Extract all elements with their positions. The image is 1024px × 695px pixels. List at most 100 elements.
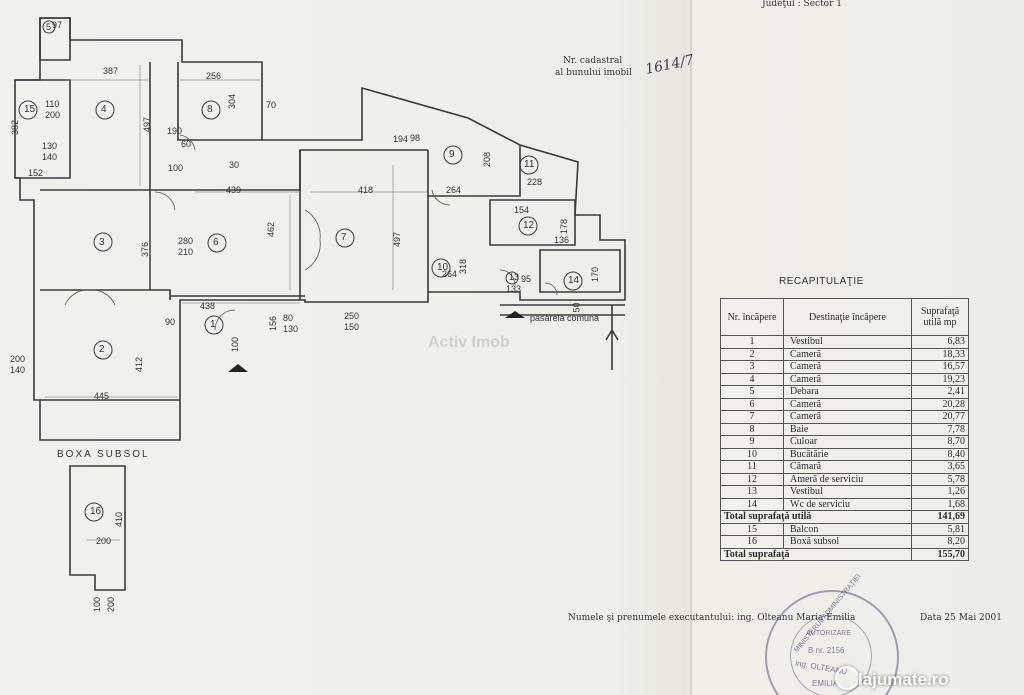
destination-cell: Cameră <box>783 397 912 411</box>
destination-cell: Cameră <box>783 410 912 424</box>
dim-256: 256 <box>206 71 222 81</box>
room-number-cell: 6 <box>720 397 784 411</box>
dim-200-box-2: 200 <box>106 596 117 613</box>
room-number-cell: 2 <box>720 347 784 361</box>
area-cell: 1,68 <box>911 497 969 511</box>
room-5-label: 5 <box>46 22 52 32</box>
dim-439: 439 <box>226 185 242 195</box>
dim-412: 412 <box>134 356 145 373</box>
dim-387: 387 <box>103 66 119 76</box>
room-15-label: 15 <box>24 104 36 115</box>
logo-icon <box>835 666 859 690</box>
entrance-arrow <box>228 364 248 372</box>
stamp-text-2: AUTORIZARE <box>806 630 851 637</box>
room-marker-10 <box>431 258 451 278</box>
dim-264-b: 264 <box>442 269 458 279</box>
basement-box <box>69 465 126 591</box>
cadastral-label-1: Nr. cadastral <box>563 56 623 66</box>
room5-box <box>39 17 71 61</box>
dim-190: 190 <box>167 126 183 136</box>
room-8-label: 8 <box>207 104 213 115</box>
destination-cell: Cameră <box>783 347 912 361</box>
dim-208: 208 <box>482 151 493 168</box>
dim-178: 178 <box>559 218 570 235</box>
area-cell: 1,26 <box>911 485 969 499</box>
dim-70: 70 <box>266 100 277 110</box>
destination-cell: Wc de serviciu <box>783 497 912 511</box>
dim-418: 418 <box>358 185 374 195</box>
room-number-cell: 4 <box>720 372 784 386</box>
watermark-text: Activ Imob <box>428 334 510 351</box>
room-11-label: 11 <box>524 159 535 170</box>
area-cell: 7,78 <box>911 422 969 436</box>
room-marker-8 <box>201 100 221 120</box>
room-4-label: 4 <box>101 104 107 115</box>
room-number-cell: 3 <box>720 360 784 374</box>
inner-wall-room8 <box>177 62 262 141</box>
room-7-label: 7 <box>341 232 347 243</box>
area-cell: 6,83 <box>911 335 969 349</box>
room-marker-2 <box>93 340 113 360</box>
walkway-label: pasarelă comună <box>530 313 600 323</box>
dim-318: 318 <box>458 258 469 275</box>
room-number-cell: 12 <box>720 472 784 486</box>
basement-title: BOXA SUBSOL <box>57 449 150 460</box>
area-cell: 20,77 <box>911 410 969 424</box>
area-cell: 18,33 <box>911 347 969 361</box>
destination-cell: Baie <box>783 422 912 436</box>
destination-cell: Cameră <box>783 360 912 374</box>
room-number-cell: 16 <box>720 535 784 549</box>
room-number-cell: 8 <box>720 422 784 436</box>
outer-wall-left-block <box>14 17 626 441</box>
dim-130: 130 <box>42 141 58 151</box>
room-number-cell: 14 <box>720 497 784 511</box>
area-cell: 2,41 <box>911 385 969 399</box>
dim-210: 210 <box>178 247 194 257</box>
area-cell: 19,23 <box>911 372 969 386</box>
room-2-label: 2 <box>99 344 105 355</box>
walkway-entrance-arrow <box>505 311 525 318</box>
room-marker-11 <box>519 155 539 175</box>
area-cell: 3,65 <box>911 460 969 474</box>
room-marker-9 <box>443 145 463 165</box>
walkway-arrow <box>605 305 619 370</box>
dim-100-b: 100 <box>230 336 241 353</box>
destination-cell: Bucătărie <box>783 447 912 461</box>
site-logo[interactable]: lajumate.ro <box>858 670 949 689</box>
dim-410: 410 <box>114 511 125 528</box>
destination-cell: Cameră <box>783 372 912 386</box>
dim-130-b: 130 <box>283 324 299 334</box>
dim-170: 170 <box>590 266 601 283</box>
dim-80: 80 <box>283 313 294 323</box>
room-marker-15 <box>18 100 38 120</box>
dim-152: 152 <box>28 168 44 178</box>
header-destination: Destinaţie încăpere <box>783 298 912 336</box>
dim-60: 60 <box>181 139 192 149</box>
inner-wall-room15 <box>15 79 71 179</box>
destination-cell: Vestibul <box>783 335 912 349</box>
area-cell: 5,78 <box>911 472 969 486</box>
header-area: Suprafaţă utilă mp <box>911 298 969 336</box>
inner-wall-room9 <box>428 145 521 197</box>
room-marker-6 <box>207 233 227 253</box>
stamp-text-5: EMILIA <box>812 679 839 688</box>
destination-cell: Total suprafaţă utilă <box>720 510 912 524</box>
room-1-label: 1 <box>210 319 216 330</box>
dim-497-left: 497 <box>142 116 153 133</box>
area-cell: 20,28 <box>911 397 969 411</box>
room-marker-3 <box>93 232 113 252</box>
dim-100-box: 100 <box>92 596 103 613</box>
dim-280: 280 <box>178 236 194 246</box>
inner-wall-room14 <box>539 249 621 293</box>
recap-table: Nr. încăpere Destinaţie încăpere Suprafa… <box>720 298 969 561</box>
room-number-cell: 15 <box>720 522 784 536</box>
dim-376: 376 <box>140 241 151 258</box>
dim-140: 140 <box>42 152 58 162</box>
dim-90: 90 <box>165 317 176 327</box>
